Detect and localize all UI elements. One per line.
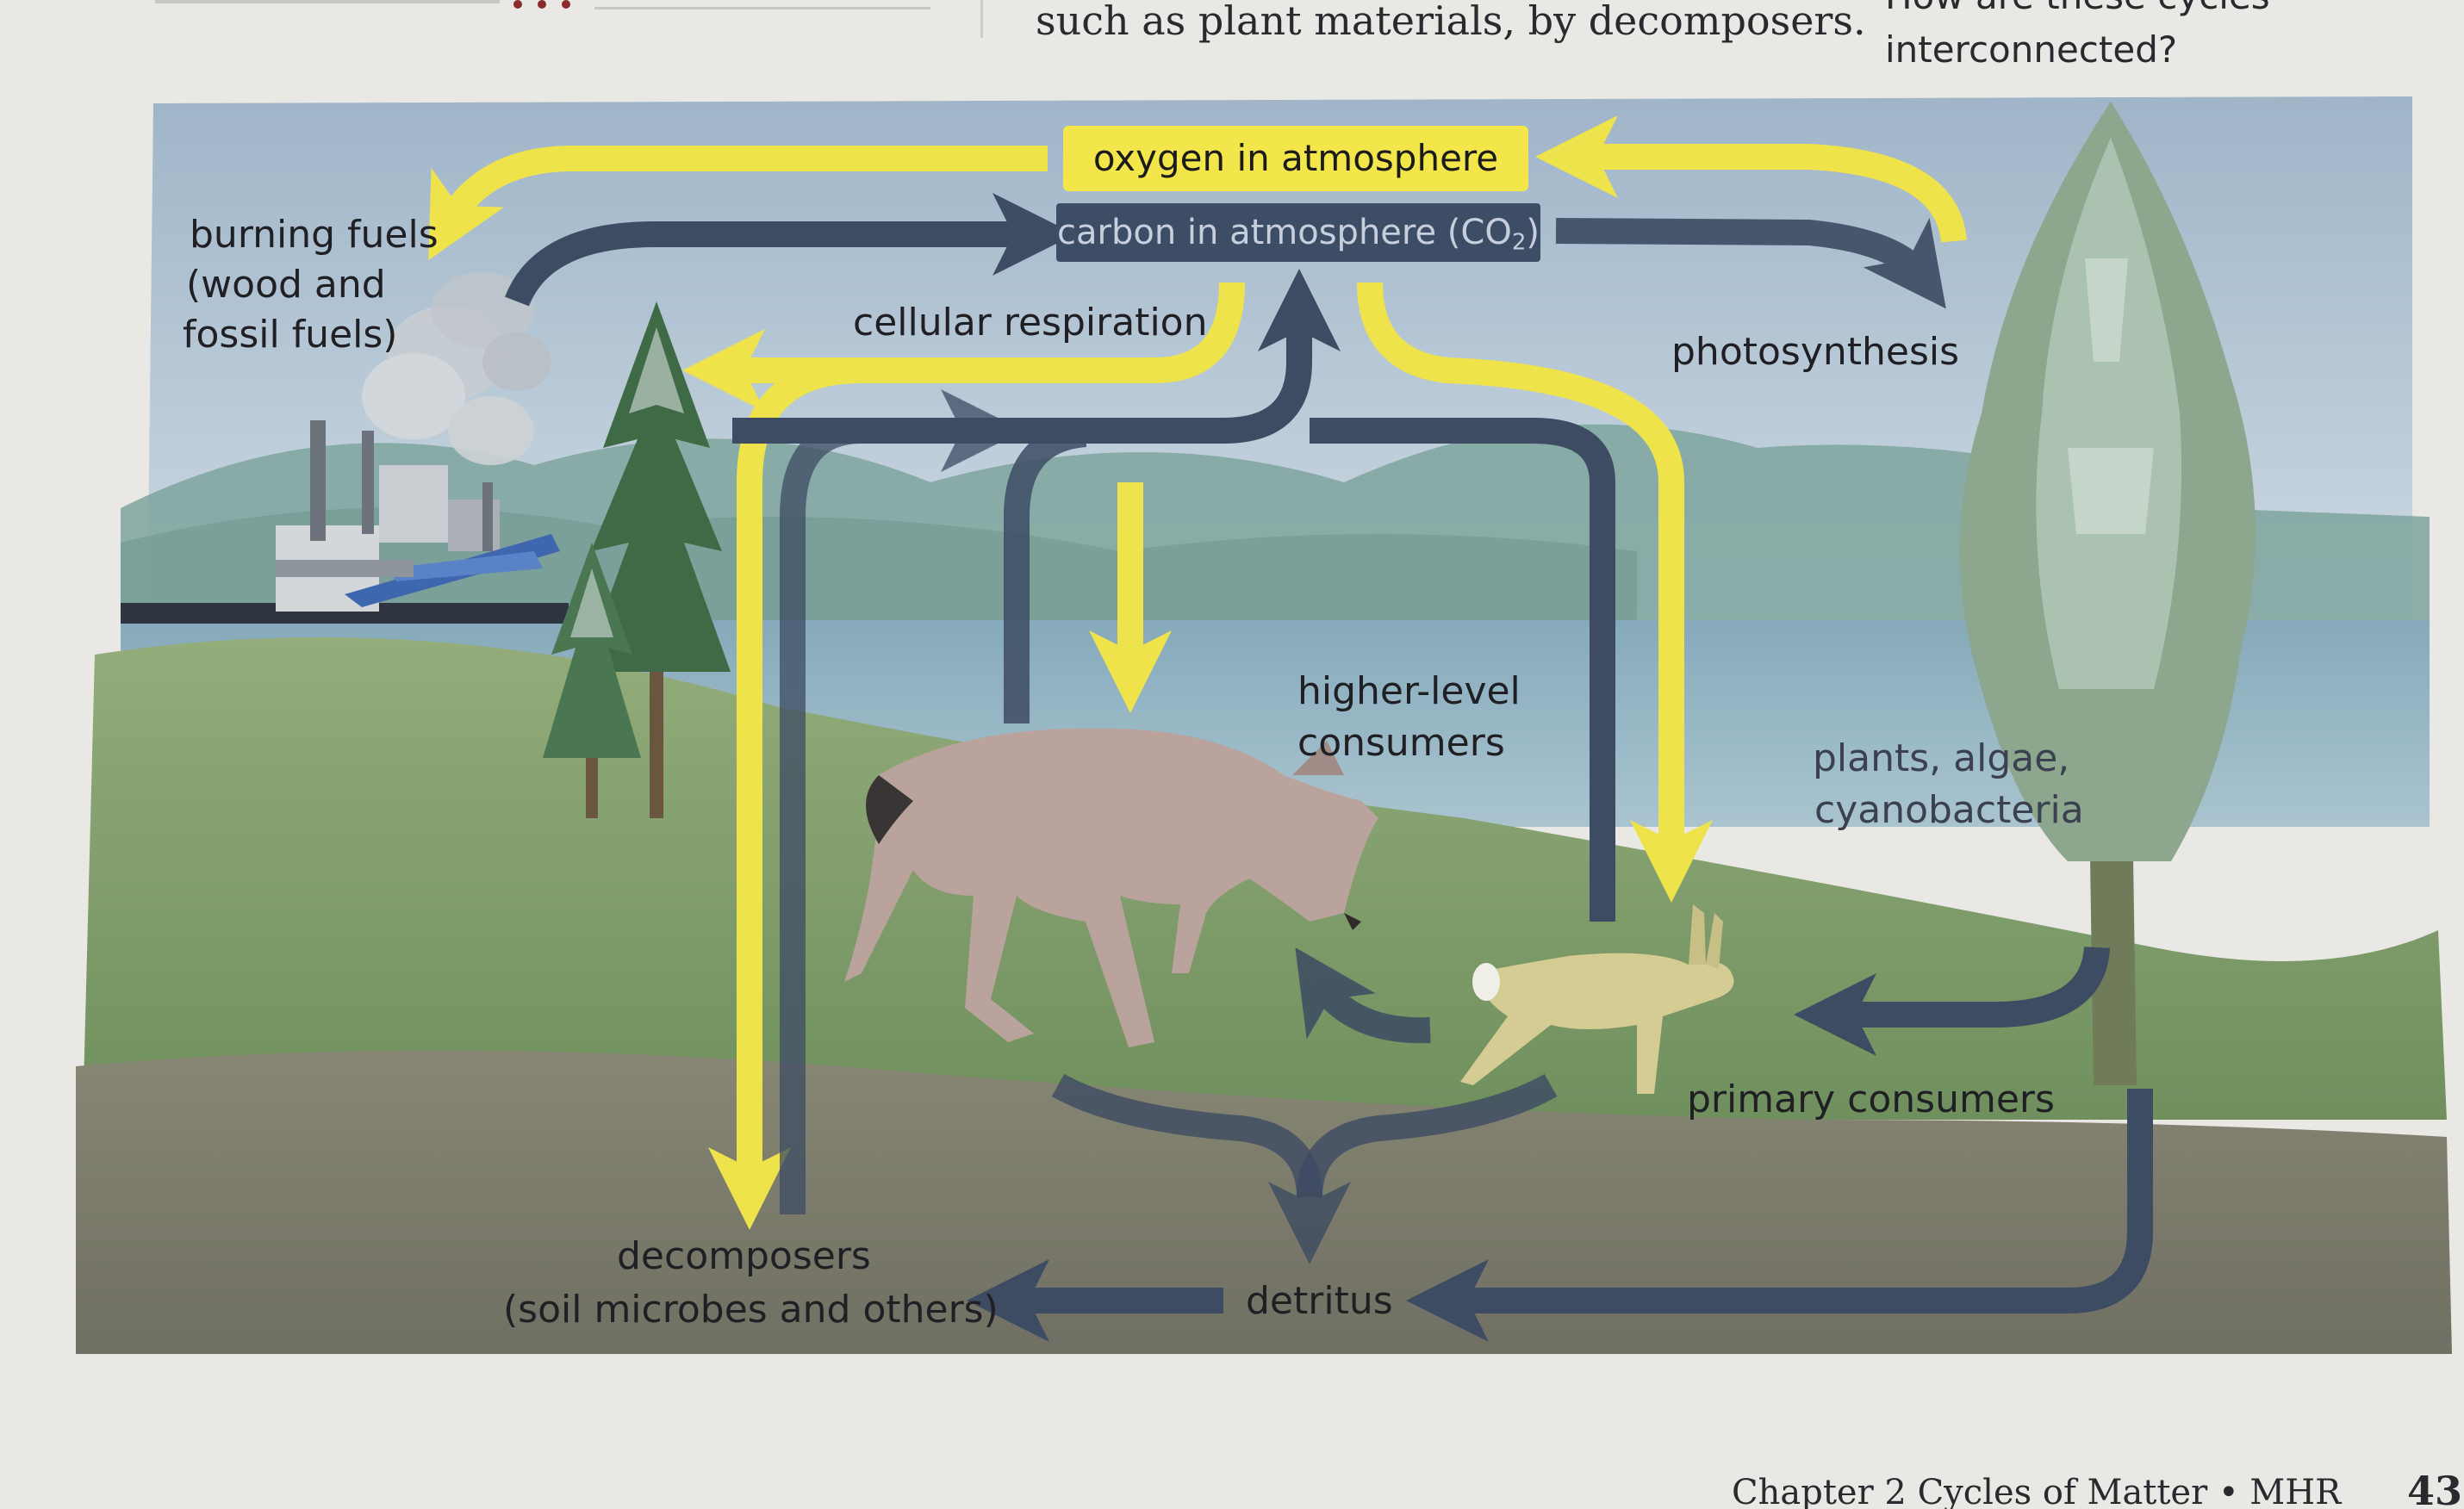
header-column-rule — [980, 0, 983, 38]
label-plants-1: plants, algae, — [1813, 736, 2070, 780]
wolf — [844, 728, 1378, 1047]
label-plants-2: cyanobacteria — [1814, 788, 2084, 832]
conifer-tree-short — [543, 543, 641, 818]
soil-layer — [76, 1050, 2452, 1354]
factory — [121, 420, 569, 624]
arrow-o2-to-primary-consumers — [1357, 282, 1714, 904]
arrow-photosynthesis-to-o2 — [1534, 115, 1967, 243]
header-question-line2: interconnected? — [1885, 28, 2178, 71]
oxygen-arrows — [428, 115, 1967, 1231]
arrow-organisms-to-detritus — [1051, 1073, 1322, 1198]
label-burning-fuels-3: fossil fuels) — [183, 313, 398, 357]
arrow-plants-to-detritus — [1405, 1089, 2153, 1343]
carbon-close-paren: ) — [1526, 213, 1540, 252]
label-primary-consumers: primary consumers — [1687, 1077, 2055, 1121]
large-tree — [1960, 102, 2256, 1085]
arrow-primary-consumers-up — [1310, 418, 1615, 922]
header-rule-left — [155, 0, 500, 3]
label-detritus: detritus — [1246, 1279, 1393, 1323]
label-higher-level-1: higher-level — [1297, 669, 1521, 713]
label-photosynthesis: photosynthesis — [1671, 330, 1960, 374]
arrow-co2-to-photosynthesis — [1555, 217, 1946, 309]
arrow-higher-consumers-up — [1004, 421, 1087, 723]
arrow-o2-to-cellular-respiration — [681, 282, 1245, 413]
label-burning-fuels-2: (wood and — [186, 263, 386, 307]
header-dots — [513, 0, 582, 9]
header-question-line1: How are these cycles — [1885, 0, 2270, 19]
carbon-label: carbon in atmosphere (CO — [1057, 213, 1512, 252]
carbon-arrows — [505, 192, 2153, 1343]
smoke-plume — [362, 272, 551, 465]
carbon-subscript: 2 — [1511, 229, 1527, 256]
label-higher-level-2: consumers — [1297, 721, 1505, 765]
arrow-rabbit-to-wolf — [1295, 947, 1431, 1044]
header-rule-mid — [594, 7, 930, 9]
label-decomposers-1: decomposers — [617, 1234, 871, 1278]
label-cellular-respiration: cellular respiration — [853, 301, 1208, 345]
label-decomposers-2: (soil microbes and others) — [503, 1288, 999, 1332]
header-text-left: such as plant materials, by decomposers. — [1036, 0, 1866, 44]
arrow-burning-fuels-to-co2 — [505, 192, 1076, 307]
arrow-o2-to-decomposers — [707, 357, 862, 1231]
arrow-o2-to-burning-fuels — [428, 146, 1048, 261]
arrow-respiration-merge-left — [732, 268, 1341, 444]
footer-chapter: Chapter 2 Cycles of Matter • MHR — [1732, 1473, 2342, 1509]
arrow-plants-to-rabbit — [1793, 946, 2110, 1057]
carbon-atmosphere-box: carbon in atmosphere (CO2) — [1056, 203, 1540, 262]
rabbit — [1460, 904, 1734, 1094]
oxygen-atmosphere-box: oxygen in atmosphere (O2) — [1063, 126, 1528, 248]
label-burning-fuels-1: burning fuels — [190, 213, 439, 257]
conifer-tree-tall — [582, 301, 731, 818]
footer-page-number: 43 — [2407, 1468, 2463, 1509]
